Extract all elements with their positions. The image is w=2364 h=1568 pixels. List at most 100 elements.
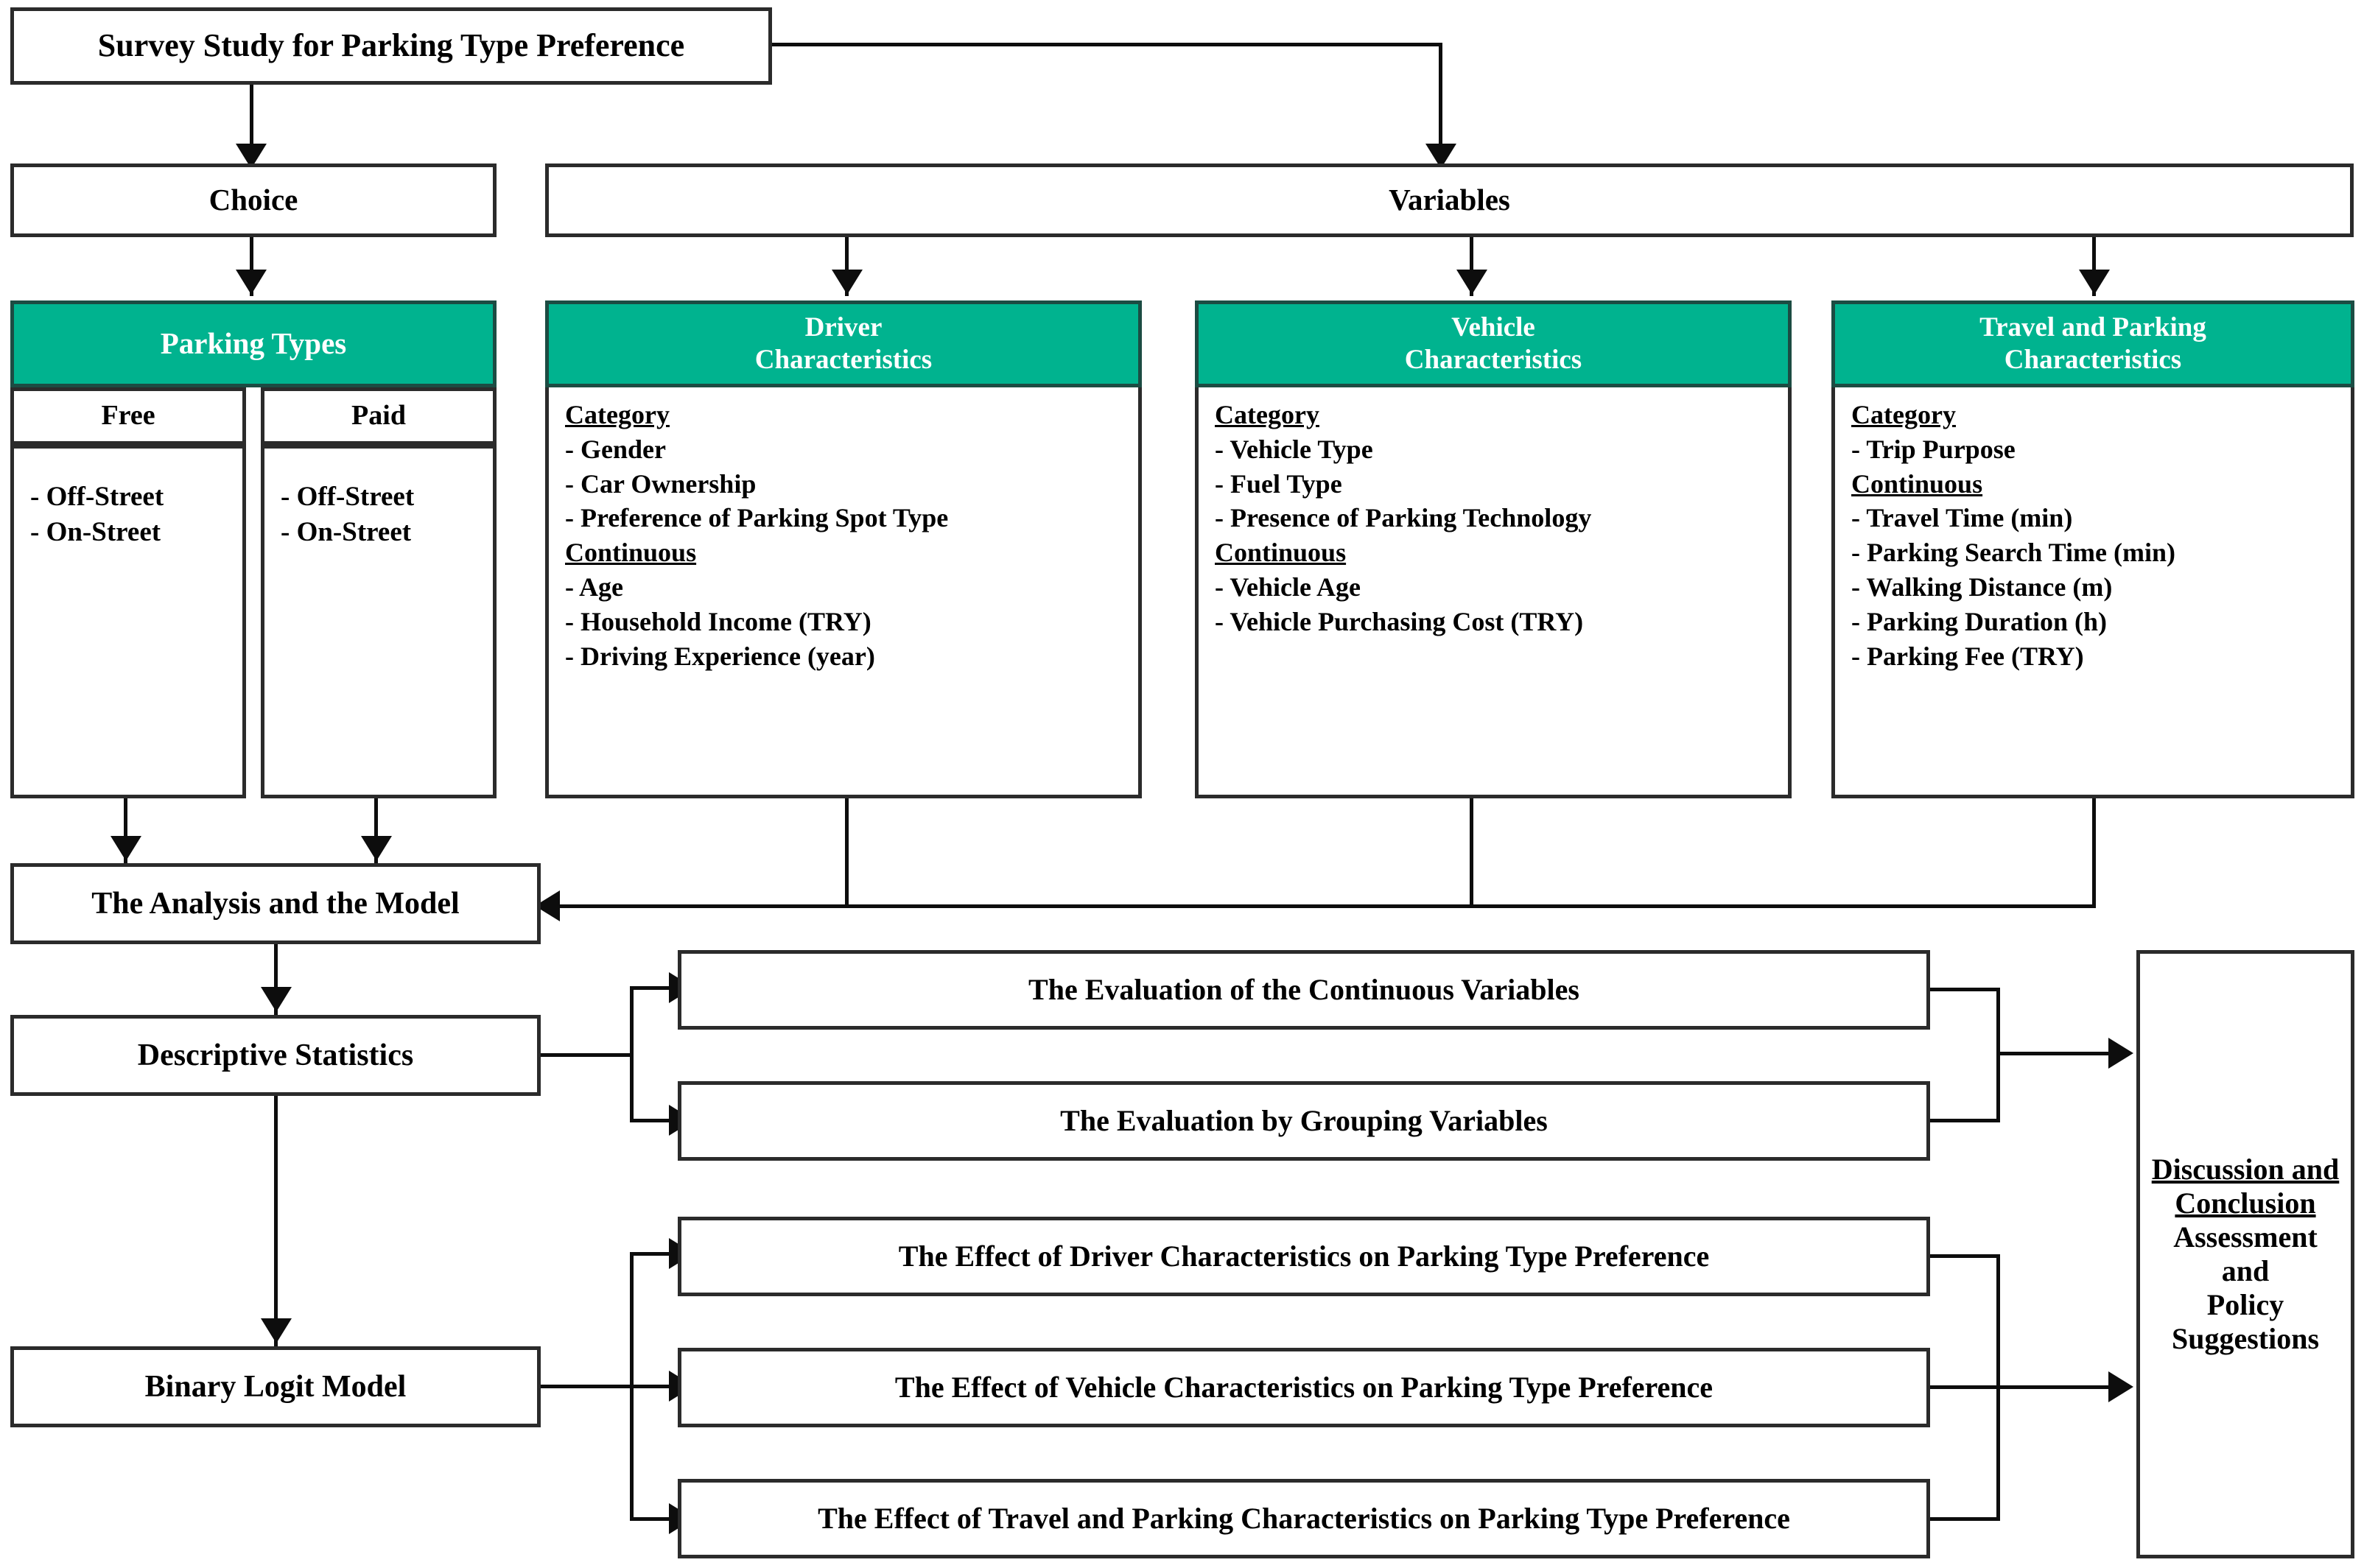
vehicle-effect-label: The Effect of Vehicle Characteristics on…	[894, 1371, 1714, 1404]
list-item: - Parking Fee (TRY)	[1851, 641, 2084, 671]
connector-logit-branch-mid	[630, 1385, 674, 1388]
parking-paid-label: Paid	[351, 400, 406, 432]
connector-descriptive-branch-top	[630, 986, 674, 990]
list-item: - Vehicle Age	[1215, 572, 1361, 602]
descriptive-statistics-label: Descriptive Statistics	[137, 1038, 414, 1072]
connector-choice-to-parking	[250, 237, 253, 296]
connector-variables-to-vehicle	[1470, 237, 1473, 296]
connector-logit-merge-to-conclusion	[1996, 1385, 2114, 1389]
binary-logit-model-box: Binary Logit Model	[10, 1346, 541, 1427]
travel-header-line2: Characteristics	[2004, 345, 2182, 375]
survey-study-label: Survey Study for Parking Type Preference	[97, 27, 685, 64]
eval-grouping-variables-box: The Evaluation by Grouping Variables	[678, 1081, 1930, 1161]
driver-header-line1: Driver	[804, 312, 883, 342]
conclusion-body-line1: Assessment and	[2173, 1220, 2318, 1287]
list-item: - Off-Street	[281, 482, 415, 512]
parking-free-title: Free	[10, 387, 246, 445]
binary-logit-model-label: Binary Logit Model	[144, 1369, 407, 1404]
connector-title-to-variables-h	[772, 43, 1442, 46]
list-item: - Vehicle Type	[1215, 434, 1373, 464]
conclusion-body-line2: Policy Suggestions	[2171, 1288, 2320, 1355]
list-item: - Household Income (TRY)	[565, 606, 871, 636]
arrow-logit-merge-to-conclusion	[2108, 1371, 2133, 1402]
eval-grouping-variables-label: The Evaluation by Grouping Variables	[1060, 1104, 1548, 1137]
connector-travel-effect-right	[1930, 1517, 2000, 1521]
vehicle-header-line1: Vehicle	[1451, 312, 1535, 342]
analysis-model-box: The Analysis and the Model	[10, 863, 541, 944]
list-item: - Parking Duration (h)	[1851, 606, 2108, 636]
conclusion-heading-line2: Conclusion	[2175, 1186, 2316, 1220]
connector-title-to-variables-v	[1439, 43, 1442, 155]
connector-analysis-to-descriptive	[274, 944, 278, 1015]
connector-descriptive-out-v	[630, 986, 634, 1122]
vehicle-characteristics-body: Category - Vehicle Type - Fuel Type - Pr…	[1195, 387, 1792, 798]
vehicle-effect-box: The Effect of Vehicle Characteristics on…	[678, 1348, 1930, 1427]
connector-variables-to-driver	[845, 237, 849, 296]
eval-continuous-variables-label: The Evaluation of the Continuous Variabl…	[1028, 973, 1579, 1006]
parking-free-items: - Off-Street - On-Street	[10, 445, 246, 798]
connector-descriptive-to-logit	[274, 1096, 278, 1346]
parking-types-label: Parking Types	[160, 326, 347, 361]
connector-paid-to-analysis	[374, 798, 378, 863]
list-item: - Parking Search Time (min)	[1851, 538, 2175, 568]
driver-effect-label: The Effect of Driver Characteristics on …	[898, 1240, 1710, 1273]
travel-characteristics-header: Travel and Parking Characteristics	[1831, 300, 2354, 387]
list-item: - Off-Street	[30, 482, 164, 512]
travel-effect-label: The Effect of Travel and Parking Charact…	[818, 1502, 1790, 1535]
connector-eval-grouping-right	[1930, 1119, 2000, 1122]
arrow-choice-to-parking	[236, 270, 267, 295]
list-item: - Car Ownership	[565, 468, 757, 499]
arrow-descriptive-merge-to-conclusion	[2108, 1038, 2133, 1069]
vehicle-characteristics-header: Vehicle Characteristics	[1195, 300, 1792, 387]
connector-variables-to-travel	[2092, 237, 2096, 296]
connector-vehicle-effect-right	[1930, 1385, 2000, 1389]
driver-group-label-category: Category	[565, 400, 670, 429]
list-item: - Gender	[565, 434, 666, 464]
parking-free-label: Free	[101, 400, 155, 432]
travel-effect-box: The Effect of Travel and Parking Charact…	[678, 1479, 1930, 1558]
arrow-paid-to-analysis	[361, 836, 392, 861]
connector-characteristics-bus	[560, 904, 2096, 908]
connector-descriptive-out-h	[541, 1053, 634, 1057]
list-item: - Fuel Type	[1215, 468, 1342, 499]
list-item: - On-Street	[30, 517, 161, 548]
discussion-conclusion-box: Discussion and Conclusion Assessment and…	[2136, 950, 2354, 1558]
connector-descriptive-branch-bottom	[630, 1119, 674, 1122]
survey-study-box: Survey Study for Parking Type Preference	[10, 7, 772, 85]
vehicle-group-label-category: Category	[1215, 400, 1319, 429]
parking-paid-title: Paid	[261, 387, 497, 445]
list-item: - Vehicle Purchasing Cost (TRY)	[1215, 606, 1584, 636]
connector-travel-down	[2092, 798, 2096, 907]
descriptive-statistics-box: Descriptive Statistics	[10, 1015, 541, 1096]
connector-descriptive-merge-to-conclusion	[1996, 1052, 2114, 1055]
choice-label: Choice	[208, 183, 298, 217]
vehicle-header-line2: Characteristics	[1404, 345, 1582, 375]
parking-paid-items: - Off-Street - On-Street	[261, 445, 497, 798]
connector-driver-down	[845, 798, 849, 907]
arrow-variables-to-travel	[2079, 270, 2110, 295]
driver-group-label-continuous: Continuous	[565, 538, 697, 568]
conclusion-heading-line1: Discussion and	[2151, 1153, 2340, 1186]
list-item: - Preference of Parking Spot Type	[565, 503, 949, 533]
travel-group-label-continuous: Continuous	[1851, 468, 1983, 499]
vehicle-group-label-continuous: Continuous	[1215, 538, 1347, 568]
driver-characteristics-header: Driver Characteristics	[545, 300, 1142, 387]
connector-eval-continuous-right	[1930, 988, 2000, 991]
arrow-variables-to-driver	[832, 270, 863, 295]
list-item: - Driving Experience (year)	[565, 641, 875, 671]
connector-free-to-analysis	[124, 798, 127, 863]
parking-types-header: Parking Types	[10, 300, 497, 387]
analysis-model-label: The Analysis and the Model	[91, 886, 460, 921]
connector-logit-branch-top	[630, 1252, 674, 1256]
list-item: - Trip Purpose	[1851, 434, 2016, 464]
driver-effect-box: The Effect of Driver Characteristics on …	[678, 1217, 1930, 1296]
variables-label: Variables	[1389, 183, 1510, 217]
arrow-descriptive-to-logit	[261, 1318, 292, 1343]
driver-characteristics-body: Category - Gender - Car Ownership - Pref…	[545, 387, 1142, 798]
list-item: - On-Street	[281, 517, 412, 548]
travel-group-label-category: Category	[1851, 400, 1956, 429]
driver-header-line2: Characteristics	[754, 345, 933, 375]
arrow-variables-to-vehicle	[1456, 270, 1487, 295]
travel-characteristics-body: Category - Trip Purpose Continuous - Tra…	[1831, 387, 2354, 798]
